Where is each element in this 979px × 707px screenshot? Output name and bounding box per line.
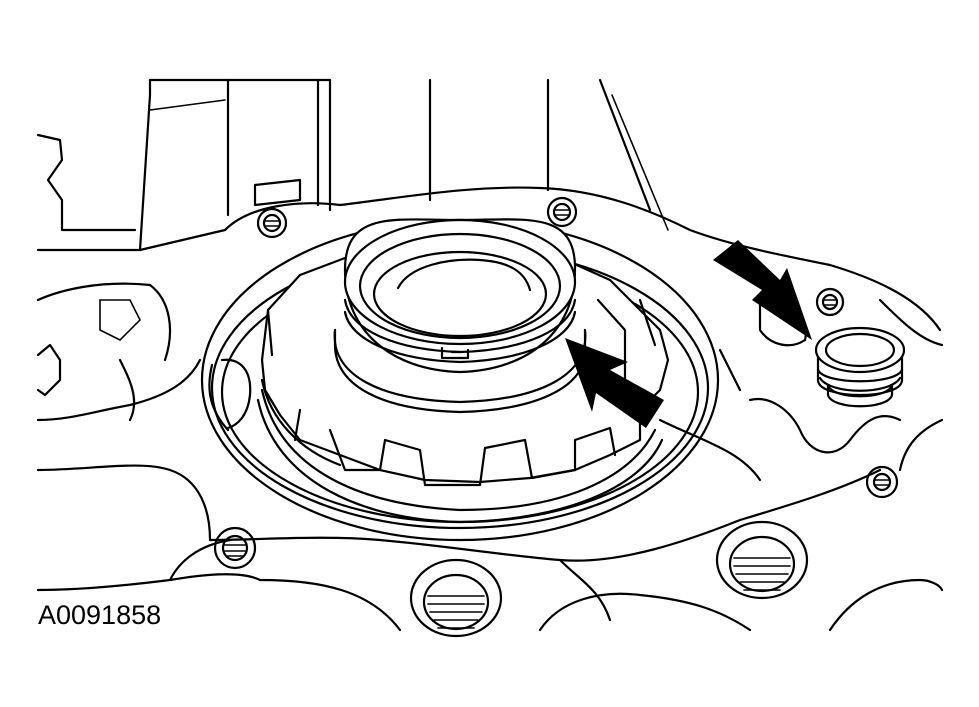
bolt-hole-right-upper <box>815 287 845 317</box>
bore-bottom-center <box>409 558 503 638</box>
bolt-hole-top-left <box>256 207 288 239</box>
bolt-hole-top-center <box>546 196 578 228</box>
bolt-hole-bottom-left <box>213 526 257 570</box>
bolt-hole-right-lower <box>865 465 899 499</box>
bolt-holes <box>213 196 899 638</box>
arrow-seal-icon <box>565 338 664 428</box>
figure-id-label: A0091858 <box>38 600 162 630</box>
arrow-fitting-icon <box>713 240 812 340</box>
outlet-fitting <box>814 326 906 408</box>
bore-bottom-right <box>715 520 809 600</box>
pump-flange <box>36 186 944 632</box>
callout-arrows <box>565 240 812 428</box>
upper-housing <box>36 78 669 252</box>
